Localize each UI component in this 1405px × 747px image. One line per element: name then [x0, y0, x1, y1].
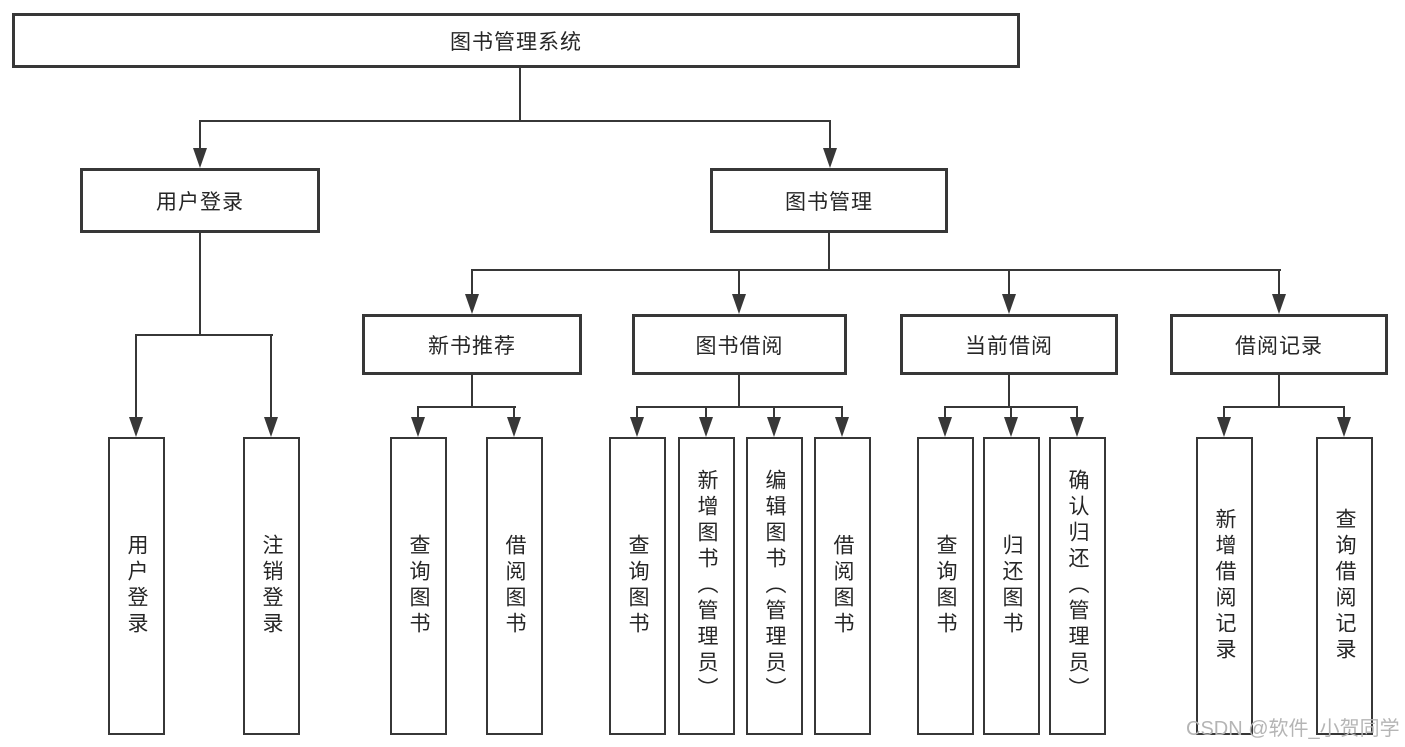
arrow-down-icon — [507, 417, 521, 437]
leaf-edit-book-admin: 编辑图书（管理员） — [746, 437, 803, 735]
arrow-down-icon — [767, 417, 781, 437]
leaf-add-borrow-record: 新增借阅记录 — [1196, 437, 1253, 735]
node-borrowing-records: 借阅记录 — [1170, 314, 1388, 375]
arrow-down-icon — [1002, 294, 1016, 314]
connector-line — [1008, 269, 1010, 294]
leaf-query-books-borrowing: 查询图书 — [609, 437, 666, 735]
arrow-down-icon — [1004, 417, 1018, 437]
node-current-borrowing: 当前借阅 — [900, 314, 1118, 375]
arrow-down-icon — [129, 417, 143, 437]
connector-line — [773, 406, 775, 417]
leaf-add-book-admin: 新增图书（管理员） — [678, 437, 735, 735]
connector-line — [738, 375, 740, 408]
node-user-login: 用户登录 — [80, 168, 320, 233]
leaf-borrow-books: 借阅图书 — [814, 437, 871, 735]
arrow-down-icon — [1070, 417, 1084, 437]
connector-line — [471, 375, 473, 408]
connector-line — [1223, 406, 1225, 417]
connector-line — [135, 334, 273, 336]
connector-line — [471, 269, 1281, 271]
connector-line — [519, 66, 521, 122]
leaf-borrow-books-recommend: 借阅图书 — [486, 437, 543, 735]
arrow-down-icon — [1272, 294, 1286, 314]
arrow-down-icon — [1217, 417, 1231, 437]
connector-line — [636, 406, 638, 417]
arrow-down-icon — [1337, 417, 1351, 437]
connector-line — [1076, 406, 1078, 417]
connector-line — [418, 406, 516, 408]
connector-line — [705, 406, 707, 417]
arrow-down-icon — [699, 417, 713, 437]
node-book-management: 图书管理 — [710, 168, 948, 233]
connector-line — [1224, 406, 1345, 408]
connector-line — [199, 120, 831, 122]
connector-line — [841, 406, 843, 417]
connector-line — [135, 334, 137, 417]
connector-line — [1278, 375, 1280, 408]
arrow-down-icon — [938, 417, 952, 437]
arrow-down-icon — [630, 417, 644, 437]
leaf-query-borrow-record: 查询借阅记录 — [1316, 437, 1373, 735]
connector-line — [270, 334, 272, 417]
connector-line — [1343, 406, 1345, 417]
connector-line — [199, 120, 201, 148]
connector-line — [738, 269, 740, 294]
connector-line — [1008, 375, 1010, 408]
connector-line — [513, 406, 515, 417]
connector-line — [944, 406, 946, 417]
csdn-watermark: CSDN @软件_小贺同学 — [1186, 718, 1400, 740]
node-book-borrowing: 图书借阅 — [632, 314, 847, 375]
arrow-down-icon — [465, 294, 479, 314]
leaf-return-books: 归还图书 — [983, 437, 1040, 735]
leaf-query-books-current: 查询图书 — [917, 437, 974, 735]
connector-line — [829, 120, 831, 148]
node-library-system: 图书管理系统 — [12, 13, 1020, 68]
node-new-book-recommend: 新书推荐 — [362, 314, 582, 375]
leaf-confirm-return-admin: 确认归还（管理员） — [1049, 437, 1106, 735]
connector-line — [1278, 269, 1280, 294]
leaf-query-books-recommend: 查询图书 — [390, 437, 447, 735]
connector-line — [828, 233, 830, 271]
arrow-down-icon — [411, 417, 425, 437]
connector-line — [417, 406, 419, 417]
connector-line — [1010, 406, 1012, 417]
arrow-down-icon — [264, 417, 278, 437]
connector-line — [471, 269, 473, 294]
leaf-logout: 注销登录 — [243, 437, 300, 735]
arrow-down-icon — [193, 148, 207, 168]
connector-line — [637, 406, 843, 408]
connector-line — [199, 233, 201, 336]
arrow-down-icon — [732, 294, 746, 314]
leaf-user-login: 用户登录 — [108, 437, 165, 735]
arrow-down-icon — [835, 417, 849, 437]
arrow-down-icon — [823, 148, 837, 168]
